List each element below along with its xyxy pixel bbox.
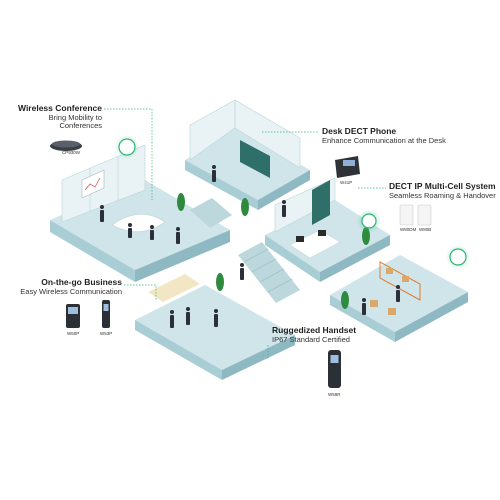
handset-2-model-label: W53P: [100, 331, 113, 336]
escalator: [238, 242, 300, 303]
wireless-conference-callout: Wireless Conference Bring Mobility to Co…: [18, 103, 103, 131]
base-station-1-model-label: W80DM: [400, 227, 417, 232]
ruggedized-handset-callout: Ruggedized Handset IP67 Standard Certifi…: [272, 325, 382, 344]
rugged-handset-icon: [328, 350, 341, 388]
wireless-conference-subtitle: Bring Mobility to Conferences: [48, 112, 102, 131]
leader-lines: [104, 108, 386, 360]
rugged-handset-model-label: W59R: [328, 392, 341, 397]
lobby-sofa: [148, 274, 200, 302]
conference-phone-model-label: CP930W: [62, 150, 81, 155]
ruggedized-handset-subtitle: IP67 Standard Certified: [272, 334, 350, 344]
whiteboard: [81, 169, 105, 199]
signal-dot-icon: [115, 135, 470, 269]
handset-1-model-label: W60P: [67, 331, 80, 336]
base-station-icon: [399, 204, 432, 226]
on-the-go-business-title: On-the-go Business: [41, 277, 122, 287]
bookshelf: [240, 140, 330, 225]
base-station-2-model-label: W80B: [419, 227, 432, 232]
stairs: [190, 198, 232, 228]
desk-phone-model-label: W41P: [340, 180, 353, 185]
dect-ip-multicell-title: DECT IP Multi-Cell System: [389, 181, 496, 191]
conference-phone-icon: [50, 140, 82, 151]
dect-ip-multicell-subtitle: Seamless Roaming & Handover: [389, 190, 496, 200]
desk-dect-phone-title: Desk DECT Phone: [322, 126, 397, 136]
on-the-go-business-callout: On-the-go Business Easy Wireless Communi…: [18, 277, 122, 296]
desk-office-floor: [185, 99, 310, 210]
lobby-floor: [135, 285, 295, 380]
desk-phone-icon: [335, 156, 360, 178]
desk-dect-phone-callout: Desk DECT Phone Enhance Communication at…: [322, 126, 472, 145]
handset-icon: [66, 300, 110, 328]
desk-dect-phone-subtitle: Enhance Communication at the Desk: [322, 135, 446, 145]
dect-ip-multicell-callout: DECT IP Multi-Cell System Seamless Roami…: [389, 181, 497, 200]
wireless-conference-title: Wireless Conference: [18, 103, 103, 113]
ruggedized-handset-title: Ruggedized Handset: [272, 325, 357, 335]
office-desks: [289, 229, 341, 259]
people: [100, 165, 400, 328]
warehouse-shelves: [370, 261, 421, 315]
on-the-go-business-subtitle: Easy Wireless Communication: [20, 286, 122, 296]
